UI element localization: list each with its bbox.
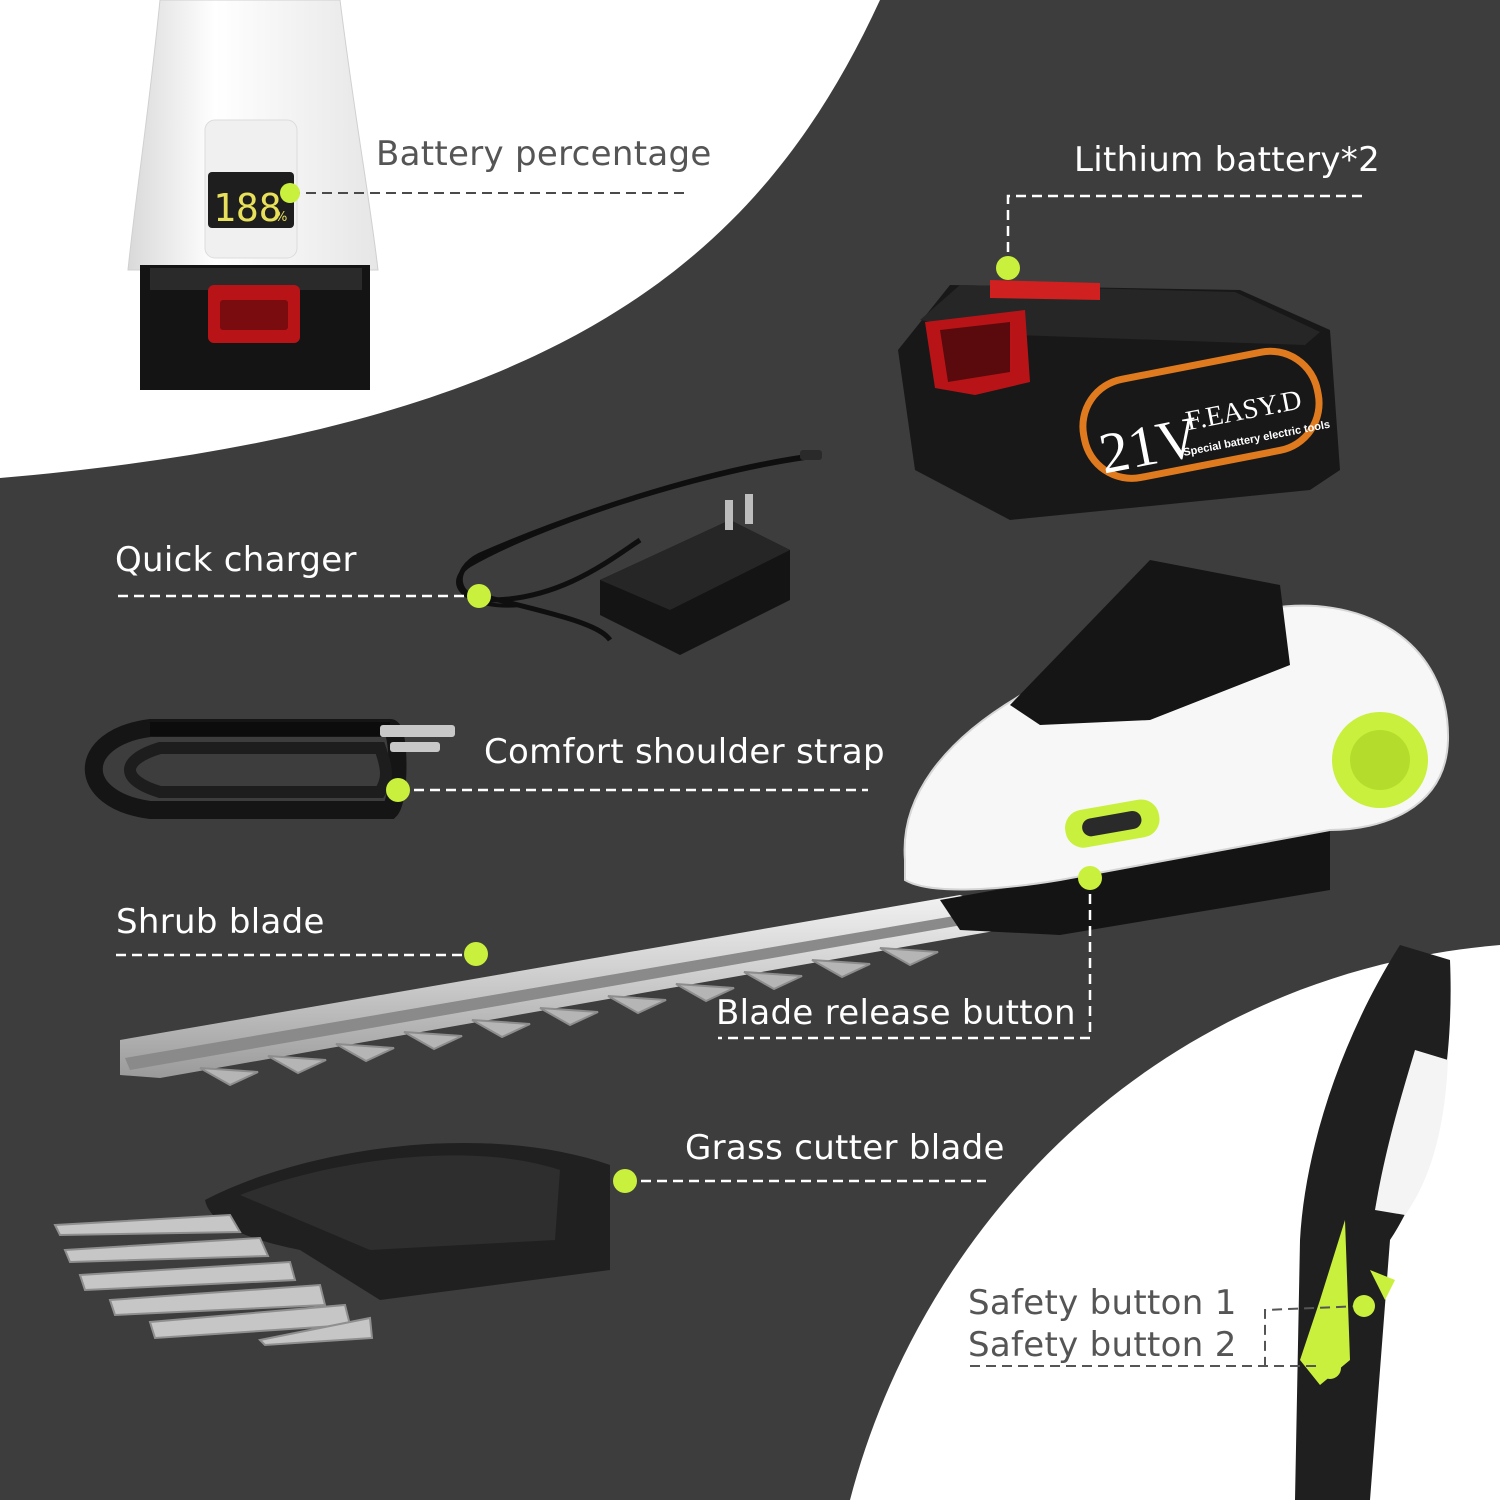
lithium-battery-illustration (898, 280, 1340, 520)
dot-shoulder-strap (386, 778, 410, 802)
label-quick-charger: Quick charger (115, 540, 357, 580)
label-safety-button-1: Safety button 1 (968, 1283, 1237, 1323)
label-blade-release: Blade release button (716, 993, 1076, 1033)
label-grass-blade: Grass cutter blade (685, 1128, 1005, 1168)
leader-lines (116, 192, 1368, 1367)
grass-cutter-blade-illustration (53, 1142, 610, 1347)
dot-grass-blade (613, 1169, 637, 1193)
label-shrub-blade: Shrub blade (116, 902, 325, 942)
label-battery-percentage: Battery percentage (376, 134, 712, 174)
dot-lithium-battery (996, 256, 1020, 280)
battery-display-unit: % (275, 210, 287, 225)
label-lithium-battery: Lithium battery*2 (1074, 140, 1381, 180)
leader-safety-buttons (970, 1305, 1363, 1367)
dot-battery-percentage (280, 183, 300, 203)
label-shoulder-strap: Comfort shoulder strap (484, 732, 885, 772)
leader-lithium-battery (1006, 194, 1368, 268)
dot-safety-button-2 (1319, 1357, 1341, 1379)
battery-display-digits: 188 (213, 186, 282, 230)
dot-safety-button-1 (1353, 1295, 1375, 1317)
dot-shrub-blade (464, 942, 488, 966)
hedge-trimmer-body-illustration (903, 560, 1450, 935)
label-safety-button-2: Safety button 2 (968, 1325, 1237, 1365)
shoulder-strap-illustration (85, 719, 455, 819)
dot-blade-release (1078, 866, 1102, 890)
dot-quick-charger (467, 584, 491, 608)
callout-dots (280, 183, 1375, 1379)
quick-charger-illustration (456, 450, 822, 655)
leader-blade-release (718, 878, 1092, 1040)
shrub-blade-illustration (120, 895, 1000, 1087)
battery-handle-illustration (127, 0, 379, 390)
